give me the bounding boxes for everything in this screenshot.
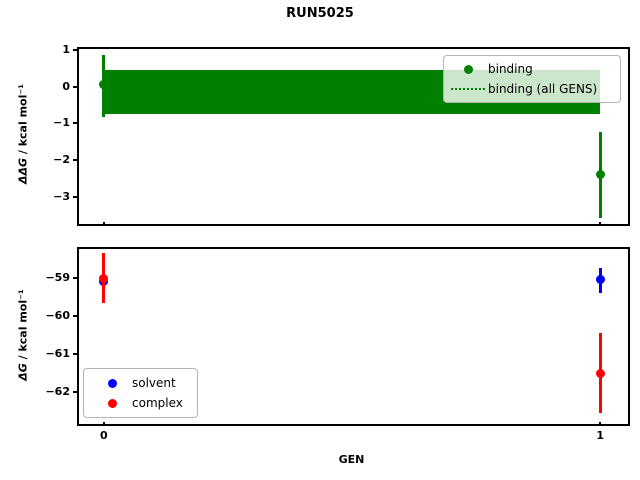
y-axis-label-bottom-units: / kcal mol⁻¹ xyxy=(16,289,30,364)
y-tick xyxy=(73,277,77,280)
y-tick-label: −61 xyxy=(45,346,70,360)
legend-entry-binding-all-gens: binding (all GENS) xyxy=(444,79,620,99)
x-tick xyxy=(599,422,602,426)
complex-circle-icon xyxy=(92,398,132,408)
legend-binding: binding binding (all GENS) xyxy=(443,55,621,103)
y-tick xyxy=(73,352,77,355)
x-tick-label: 0 xyxy=(99,429,108,442)
marker-solvent-gen1 xyxy=(595,275,605,285)
y-tick-label: −2 xyxy=(53,152,70,166)
binding-circle-icon xyxy=(448,64,488,74)
binding-all-gens-dotted-line-icon xyxy=(448,88,488,90)
marker-complex-gen0 xyxy=(99,273,109,283)
y-tick xyxy=(73,390,77,393)
y-tick xyxy=(73,48,77,51)
y-tick-label: −60 xyxy=(45,308,70,322)
y-axis-label-top-symbol: ΔΔG xyxy=(16,157,30,185)
y-tick-label: 1 xyxy=(62,42,70,56)
y-tick-label: 0 xyxy=(62,79,70,93)
x-tick xyxy=(599,222,602,226)
y-axis-label-bottom: ΔG / kcal mol⁻¹ xyxy=(16,248,32,423)
y-tick-label: −1 xyxy=(53,116,70,130)
marker-binding-gen1 xyxy=(595,170,605,180)
y-tick xyxy=(73,158,77,161)
legend-entry-solvent-label: solvent xyxy=(132,376,176,390)
y-tick-label: −59 xyxy=(45,271,70,285)
legend-entry-binding-label: binding xyxy=(488,62,533,76)
x-tick xyxy=(102,222,105,226)
marker-binding-gen0 xyxy=(99,80,109,90)
y-axis-label-top-units: / kcal mol⁻¹ xyxy=(16,84,30,158)
legend-entry-complex-label: complex xyxy=(132,396,183,410)
y-tick xyxy=(73,85,77,88)
legend-entry-binding-all-gens-label: binding (all GENS) xyxy=(488,82,598,96)
marker-complex-gen1 xyxy=(595,369,605,379)
legend-entry-solvent: solvent xyxy=(84,373,197,393)
legend-entry-complex: complex xyxy=(84,393,197,413)
x-axis-label: GEN xyxy=(338,453,365,466)
x-tick-label: 1 xyxy=(596,429,605,442)
subplot-binding xyxy=(77,47,630,226)
y-tick-label: −3 xyxy=(53,189,70,203)
figure-title: RUN5025 xyxy=(286,6,354,21)
solvent-circle-icon xyxy=(92,378,132,388)
y-axis-label-bottom-symbol: ΔG xyxy=(16,363,30,381)
subplot-free-energy xyxy=(77,247,630,426)
y-tick xyxy=(73,122,77,125)
y-axis-label-top: ΔΔG / kcal mol⁻¹ xyxy=(16,47,32,222)
x-tick xyxy=(102,422,105,426)
y-tick xyxy=(73,195,77,198)
y-tick xyxy=(73,314,77,317)
legend-free-energy: solvent complex xyxy=(83,368,198,418)
legend-entry-binding: binding xyxy=(444,59,620,79)
y-tick-label: −62 xyxy=(45,384,70,398)
